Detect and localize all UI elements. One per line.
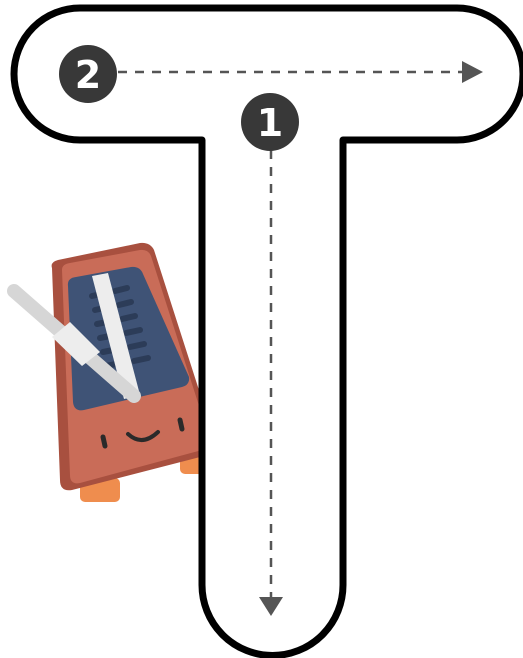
metronome-eye-right [180,420,182,429]
metronome-eye-left [103,437,105,446]
metronome-illustration [14,243,215,502]
stroke-1-badge: 1 [241,93,299,151]
stroke-2-number: 2 [75,53,101,97]
stroke-2-badge: 2 [59,45,117,103]
stroke-1-number: 1 [257,101,283,145]
